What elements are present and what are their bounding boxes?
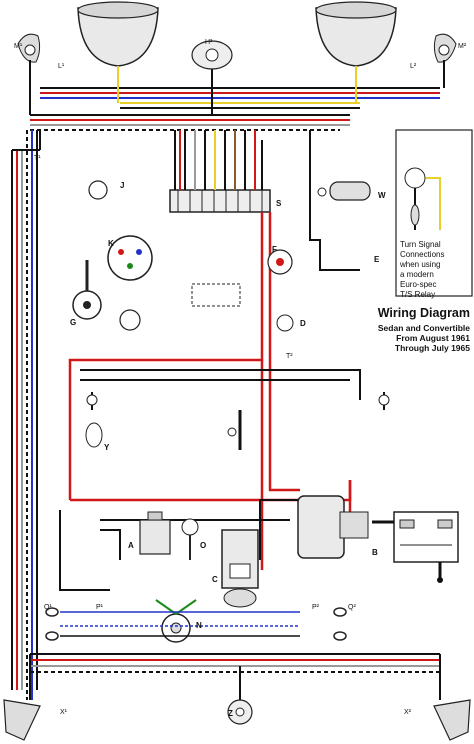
label-G: G [70, 318, 76, 327]
headlight-right [315, 1, 397, 67]
ignition-coil [139, 511, 171, 555]
label-L1: L¹ [58, 63, 65, 70]
label-Y: Y [104, 443, 110, 452]
oil-pressure-switch [181, 518, 199, 560]
dome-light [85, 422, 103, 448]
label-T1: T¹ [34, 155, 41, 162]
diagram-date-from: From August 1961 [396, 333, 470, 343]
spark-plugs [45, 607, 347, 641]
label-M1: M¹ [14, 43, 23, 50]
left-trunk [11, 130, 41, 700]
ground-strap [227, 410, 242, 450]
inset-caption-line-1: Turn Signal [400, 240, 441, 249]
label-S: S [276, 199, 282, 208]
label-A: A [128, 541, 134, 550]
front-turn-lamp-left [17, 33, 41, 63]
rear-harness [29, 653, 441, 700]
component-labels: L¹ L² M¹ M² H² W E F S J K D O N C A B G… [14, 39, 467, 718]
label-N: N [196, 621, 202, 630]
red-main-feed [68, 212, 352, 570]
tail-lamp-left [3, 699, 41, 741]
diagram-title: Wiring Diagram [377, 306, 470, 320]
diagram-date-to: Through July 1965 [394, 343, 470, 353]
front-turn-lamp-right [433, 33, 457, 63]
brake-switch [276, 314, 294, 332]
battery [372, 511, 459, 583]
diagram-subtitle: Sedan and Convertible [377, 323, 470, 333]
label-E: E [374, 255, 380, 264]
label-O: O [200, 541, 206, 550]
relay-area [191, 283, 241, 307]
label-T2: T² [286, 353, 293, 360]
label-X2: X² [404, 709, 412, 716]
label-H2: H² [205, 39, 213, 46]
light-switch [88, 180, 108, 200]
inset-caption-line-3: when using [400, 260, 441, 269]
inset-caption-line-5: Euro-spec [400, 280, 437, 289]
label-P2: P² [312, 604, 320, 611]
inset-caption-line-4: a modern [400, 270, 434, 279]
generator [221, 529, 259, 608]
label-C: C [212, 575, 218, 584]
center-bundle [174, 130, 311, 190]
fuel-gauge [119, 309, 141, 331]
inset-caption-line-2: Connections [400, 250, 445, 259]
fuse-box [169, 189, 271, 213]
label-L2: L² [410, 63, 417, 70]
label-B: B [372, 548, 378, 557]
label-Z: Z [228, 709, 233, 718]
tail-lamp-right [433, 699, 471, 741]
label-F: F [272, 245, 277, 254]
starter-motor [297, 495, 369, 559]
speedometer [107, 235, 153, 281]
front-harness [29, 60, 445, 131]
inset-caption-line-6: T/S Relay [400, 290, 436, 299]
label-K: K [108, 239, 114, 248]
rear-side-lamp-right [378, 392, 390, 410]
label-D: D [300, 319, 306, 328]
ignition-switch [72, 260, 102, 320]
label-J: J [120, 181, 124, 190]
headlight-left [77, 1, 159, 67]
wiper-motor [317, 181, 371, 201]
diagram-title-block: Wiring Diagram Sedan and Convertible Fro… [358, 306, 470, 353]
black-harness [59, 190, 361, 591]
turn-signal-switch [267, 249, 293, 275]
label-Q2: Q² [348, 604, 356, 611]
label-Q1: Q¹ [44, 604, 52, 611]
license-plate-light [227, 699, 253, 725]
label-X1: X¹ [60, 709, 68, 716]
label-P1: P¹ [96, 604, 104, 611]
turn-signal-inset [395, 129, 473, 297]
inset-caption: Turn Signal Connections when using a mod… [400, 240, 470, 300]
label-W: W [378, 191, 386, 200]
rear-side-lamp-left [86, 392, 98, 410]
label-M2: M² [458, 43, 467, 50]
